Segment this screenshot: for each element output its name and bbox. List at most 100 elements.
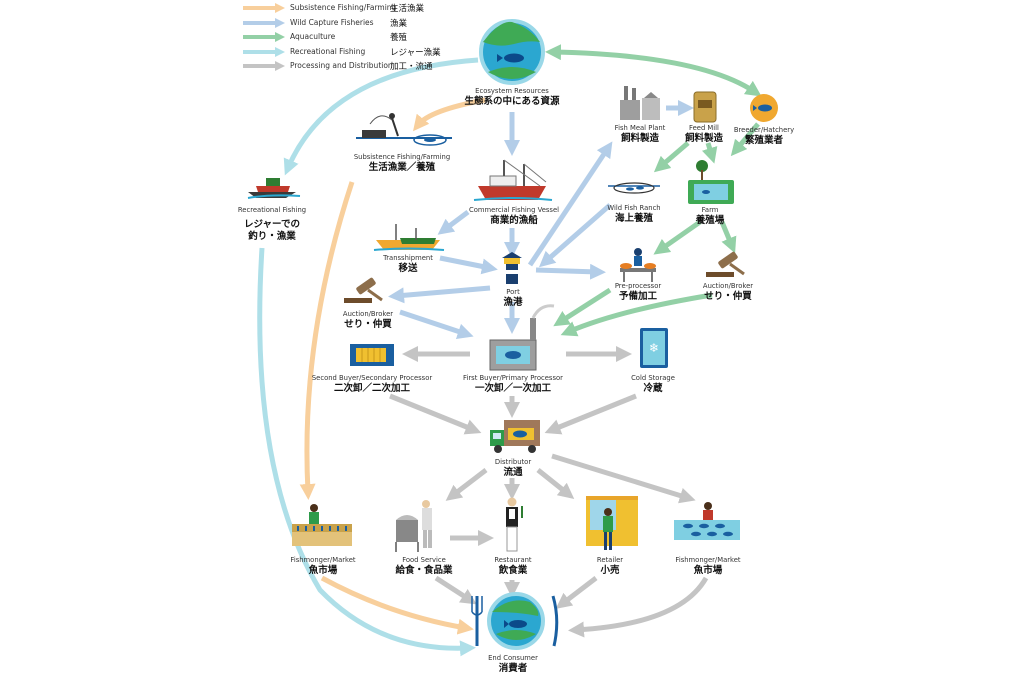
node-subsistence: Subsistence Fishing/Farming 生活漁業／養殖 xyxy=(354,153,450,174)
arrow-recreational-to-consumer xyxy=(257,247,476,657)
node-feed-mill: Feed Mill 飼料製造 xyxy=(685,124,723,145)
arrow-ecosystem-breeder xyxy=(545,44,762,97)
legend-arrow-orange-icon xyxy=(243,3,285,13)
node-label-en: Port xyxy=(506,288,520,296)
node-recreational: Recreational Fishing レジャーでの 釣り・漁業 xyxy=(238,206,306,243)
arrows xyxy=(257,44,762,657)
arrow-breeder-to-farm xyxy=(730,122,760,157)
node-label-ja: せり・仲買 xyxy=(344,319,392,330)
node-label-en: Auction/Broker xyxy=(342,310,394,318)
node-label-en: Fishmonger/Market xyxy=(675,556,741,564)
food-service-icon xyxy=(395,500,432,552)
node-farm: Farm 養殖場 xyxy=(696,206,725,227)
node-breeder: Breeder/Hatchery 繁殖業者 xyxy=(734,126,794,147)
recreational-boat-icon xyxy=(247,178,301,199)
node-fish-meal-plant: Fish Meal Plant 飼料製造 xyxy=(615,124,666,145)
arrow-fishmonger-to-consumer xyxy=(320,575,474,635)
legend-item-aquaculture: Aquaculture 養殖 xyxy=(243,31,473,45)
node-label-ja: レジャーでの xyxy=(244,219,300,230)
node-label-en: Transshipment xyxy=(383,254,433,262)
node-label-en: Auction/Broker xyxy=(702,282,754,290)
node-label-en: Second Buyer/Secondary Processor xyxy=(311,374,433,382)
arrow-preprocessor-to-firstbuyer xyxy=(553,287,612,327)
arrow-fishmonger-right-to-consumer xyxy=(568,576,709,638)
node-label-ja: 養殖場 xyxy=(695,215,725,226)
node-label-ja: 給食・食品業 xyxy=(395,565,453,576)
legend-label-ja: 生活漁業 xyxy=(390,4,425,14)
legend-item-subsistence: Subsistence Fishing/Farming 生活漁業 xyxy=(243,2,473,16)
legend-arrow-cyan-icon xyxy=(243,46,285,57)
pre-processor-icon xyxy=(620,248,656,282)
node-label-ja-line2: 釣り・漁業 xyxy=(248,231,296,242)
feed-mill-bag-icon xyxy=(693,91,717,123)
node-label-ja: 漁港 xyxy=(503,297,523,308)
commercial-vessel-icon xyxy=(473,159,553,201)
node-label-en: Cold Storage xyxy=(631,374,675,382)
node-label-en: Farm xyxy=(701,206,719,214)
node-label-en: Fishmonger/Market xyxy=(290,556,356,564)
fish-meal-plant-icon xyxy=(620,86,660,120)
arrow-transshipment-to-port xyxy=(439,255,498,275)
node-label-en: Retailer xyxy=(596,556,624,564)
node-label-en: End Consumer xyxy=(488,654,538,662)
second-buyer-crate-icon xyxy=(350,344,394,366)
node-auction-left: Auction/Broker せり・仲買 xyxy=(343,310,393,331)
node-label-ja: 消費者 xyxy=(498,663,528,674)
node-label-en: First Buyer/Primary Processor xyxy=(463,374,563,382)
node-label-ja: 移送 xyxy=(398,263,418,274)
auction-gavel-left-icon xyxy=(344,277,383,303)
node-end-consumer: End Consumer 消費者 xyxy=(488,654,538,675)
wild-fish-ranch-icon xyxy=(608,182,660,194)
node-label-en: Feed Mill xyxy=(689,124,719,132)
node-retailer: Retailer 小売 xyxy=(597,556,623,577)
legend-label-en: Processing and Distribution xyxy=(290,61,393,70)
node-second-buyer: Second Buyer/Secondary Processor 二次卸／二次加… xyxy=(312,374,432,395)
arrow-feedmill-to-ranch xyxy=(653,141,690,173)
arrow-distributor-to-fishmonger-right xyxy=(551,453,696,504)
arrow-coldstorage-to-distributor xyxy=(544,393,637,435)
arrow-port-to-fishmeal xyxy=(527,141,613,267)
node-label-ja: 一次卸／一次加工 xyxy=(474,383,552,394)
arrow-retailer-to-consumer xyxy=(555,576,598,609)
arrow-port-to-preprocessor xyxy=(535,263,606,280)
node-label-ja: 飲食業 xyxy=(498,565,528,576)
legend-label-ja: 漁業 xyxy=(390,18,408,29)
node-label-en: Subsistence Fishing/Farming xyxy=(353,153,451,161)
arrow-subsistence-to-fishmonger xyxy=(299,181,355,500)
arrow-auction-right-to-firstbuyer xyxy=(560,292,713,337)
node-label-en: Fish Meal Plant xyxy=(614,124,666,132)
arrow-farm-to-auction xyxy=(719,221,737,254)
node-label-ja: 生態系の中にある資源 xyxy=(464,96,560,107)
legend-arrow-gray-icon xyxy=(243,61,285,71)
legend-label-en: Recreational Fishing xyxy=(290,46,366,56)
node-label-ja: 海上養殖 xyxy=(614,213,654,224)
arrow-ranch-to-port xyxy=(538,203,612,268)
node-label-en: Pre-processor xyxy=(614,282,662,290)
node-wild-fish-ranch: Wild Fish Ranch 海上養殖 xyxy=(607,204,660,225)
arrow-secondbuyer-to-distributor xyxy=(389,393,482,435)
node-pre-processor: Pre-processor 予備加工 xyxy=(615,282,661,303)
node-label-ja: 飼料製造 xyxy=(684,133,724,144)
node-label-en: Distributor xyxy=(494,458,532,466)
node-distributor: Distributor 流通 xyxy=(495,458,531,479)
node-label-ja: 商業的漁船 xyxy=(490,215,538,226)
node-label-en: Breeder/Hatchery xyxy=(733,126,795,134)
arrow-feedmill-to-farm xyxy=(702,142,718,164)
legend-arrow-blue-icon xyxy=(243,17,285,28)
legend: Subsistence Fishing/Farming 生活漁業 Wild Ca… xyxy=(243,2,473,75)
node-auction-right: Auction/Broker せり・仲買 xyxy=(703,282,753,303)
port-lighthouse-icon xyxy=(502,252,522,284)
legend-label-en: Aquaculture xyxy=(290,32,336,41)
node-label-en: Commercial Fishing Vessel xyxy=(468,206,560,214)
node-label-en: Ecosystem Resources xyxy=(475,87,549,95)
distributor-truck-icon xyxy=(490,420,540,453)
arrow-distributor-to-foodservice xyxy=(445,468,488,501)
subsistence-fishing-icon xyxy=(356,113,452,146)
farm-icon xyxy=(688,160,734,204)
node-label-ja: 二次卸／二次加工 xyxy=(333,383,411,394)
node-label-ja: 飼料製造 xyxy=(620,133,660,144)
node-food-service: Food Service 給食・食品業 xyxy=(395,556,452,577)
arrow-foodservice-to-consumer xyxy=(434,575,477,605)
node-label-ja: 魚市場 xyxy=(308,565,338,576)
